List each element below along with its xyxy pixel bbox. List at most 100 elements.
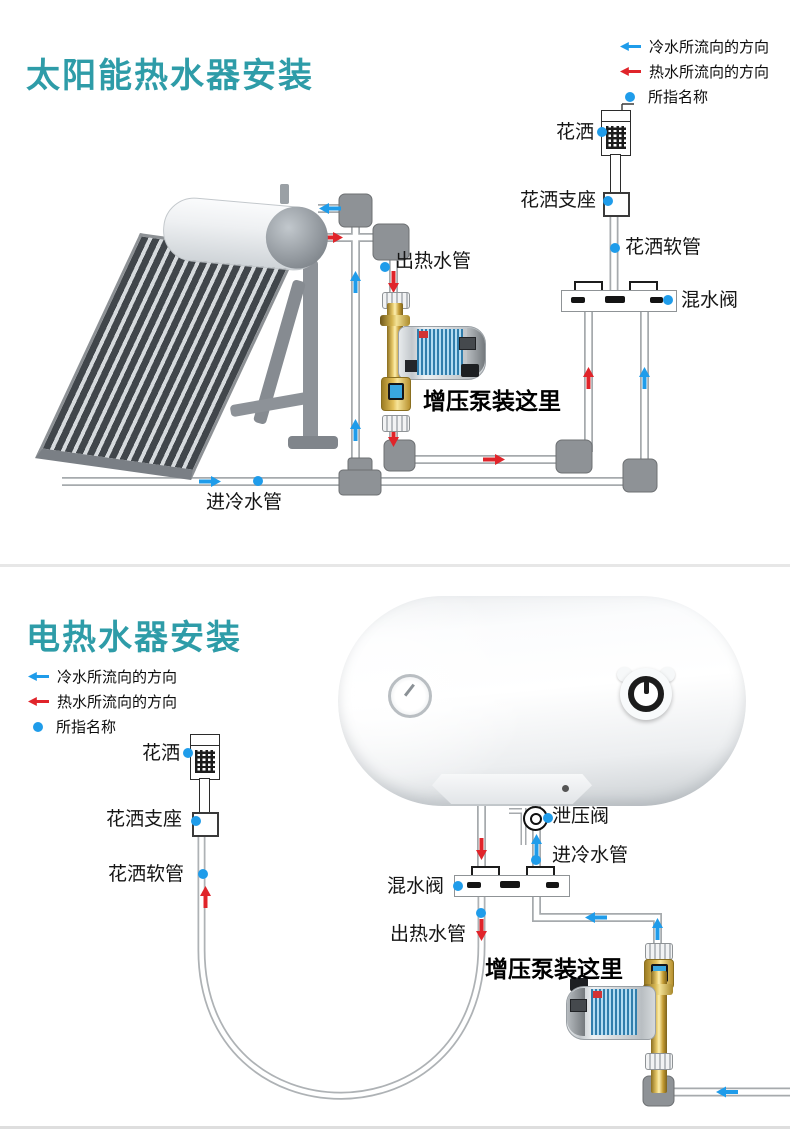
shower-hose-curve (197, 812, 486, 1100)
solar-collector-tubes (35, 233, 296, 480)
legend-row-cold: 冷水所流向的方向 (28, 666, 177, 687)
label-mixing-valve: 混水阀 (681, 290, 739, 311)
shower-handle (610, 154, 621, 194)
pointer-dot-icon (33, 721, 43, 732)
pointer-dot (380, 262, 390, 272)
elbow-joint-icon (622, 458, 658, 493)
elbow-joint-icon (383, 439, 416, 472)
relief-valve-stub-pipe (509, 808, 527, 845)
booster-pump (378, 288, 488, 433)
heater-support-foot (288, 436, 338, 449)
solar-legend: 冷水所流向的方向 热水所流向的方向 所指名称 (620, 36, 769, 107)
valve-port-mark (571, 297, 585, 303)
legend-row-hot: 热水所流向的方向 (620, 61, 769, 82)
pointer-dot (253, 476, 263, 486)
valve-port-mark (500, 881, 520, 888)
label-shower-bracket: 花洒支座 (520, 190, 597, 211)
pump-hex-flange (643, 984, 673, 995)
solar-water-heater (30, 178, 375, 480)
legend-hot-label: 热水所流向的方向 (649, 64, 770, 81)
electric-section-title: 电热水器安装 (26, 619, 242, 657)
legend-name-label: 所指名称 (648, 89, 709, 106)
pump-union-nut (382, 415, 410, 432)
pointer-dot (610, 243, 620, 253)
shower-head-cap (602, 121, 630, 122)
pointer-dot (453, 881, 463, 891)
knob-ring (628, 676, 664, 712)
valve-port-mark (546, 882, 559, 888)
label-shower-bracket: 花洒支座 (106, 809, 183, 830)
pump-label-band (417, 329, 463, 375)
pointer-dot (603, 196, 613, 206)
solar-section-title: 太阳能热水器安装 (26, 57, 314, 95)
pointer-dot (183, 748, 193, 758)
temperature-gauge (388, 674, 432, 718)
pointer-dot-icon (625, 91, 635, 102)
valve-port-mark (650, 297, 663, 303)
legend-hot-label: 热水所流向的方向 (57, 694, 178, 711)
pointer-dot (597, 127, 607, 137)
booster-pump (560, 938, 685, 1093)
pointer-dot (198, 869, 208, 879)
elbow-joint-icon (372, 223, 410, 261)
mount-screw (562, 785, 569, 792)
label-hot-water-outlet: 出热水管 (395, 251, 472, 272)
electric-water-heater (338, 596, 748, 811)
label-shower-hose: 花洒软管 (625, 237, 702, 258)
label-booster-pump-here: 增压泵装这里 (485, 956, 623, 982)
pump-end-cap (567, 988, 585, 1036)
shower-spray-holes (195, 750, 215, 773)
label-hot-water-outlet: 出热水管 (390, 924, 467, 945)
heater-bottom-mount (432, 774, 592, 804)
legend-cold-label: 冷水所流向的方向 (649, 39, 770, 56)
label-booster-pump-here: 增压泵装这里 (423, 388, 561, 414)
label-shower-head: 花洒 (142, 743, 181, 764)
tee-joint-icon (338, 469, 382, 496)
label-cold-water-inlet: 进冷水管 (206, 492, 283, 513)
knob-pointer (644, 681, 649, 694)
pointer-dot (191, 816, 201, 826)
pump-qr-code (405, 360, 417, 372)
legend-row-cold: 冷水所流向的方向 (620, 36, 769, 57)
electric-legend: 冷水所流向的方向 热水所流向的方向 所指名称 (28, 666, 177, 737)
label-pressure-relief-valve: 泄压阀 (552, 806, 610, 827)
pump-valve-screen (388, 383, 404, 400)
cold-arrow-icon (28, 672, 49, 681)
tank-end-cap (263, 204, 331, 272)
cold-arrow-icon (620, 42, 641, 51)
label-mixing-valve: 混水阀 (387, 876, 445, 897)
label-shower-hose: 花洒软管 (108, 864, 185, 885)
elbow-joint-icon (555, 439, 593, 474)
pump-connector-box (461, 364, 479, 377)
legend-name-label: 所指名称 (56, 719, 117, 736)
temperature-knob (617, 667, 675, 720)
pump-label-tag (419, 331, 428, 338)
shower-spray-holes (606, 126, 626, 149)
pump-display (459, 337, 476, 350)
gauge-needle (403, 683, 415, 697)
pump-label-band (591, 989, 637, 1035)
hot-arrow-icon (28, 697, 49, 706)
valve-port-mark (467, 882, 481, 888)
legend-row-hot: 热水所流向的方向 (28, 691, 177, 712)
section-divider (0, 564, 790, 567)
label-shower-head: 花洒 (556, 122, 595, 143)
pump-gold-valve (381, 377, 411, 411)
pump-motor (566, 986, 656, 1040)
pump-display (570, 999, 587, 1012)
hot-arrow-icon (620, 67, 641, 76)
bottom-divider (0, 1126, 790, 1129)
pump-label-tag (593, 991, 602, 998)
shower-head-cap (191, 745, 219, 746)
tank-vent (280, 184, 289, 204)
pump-union-nut (645, 1053, 673, 1070)
pointer-dot (476, 908, 486, 918)
pump-hex-flange (380, 315, 410, 326)
pointer-dot (543, 813, 553, 823)
heater-support-leg (303, 260, 318, 440)
pipe-fittings (338, 193, 675, 1107)
legend-row-name: 所指名称 (620, 86, 769, 107)
pointer-dot (531, 855, 541, 865)
